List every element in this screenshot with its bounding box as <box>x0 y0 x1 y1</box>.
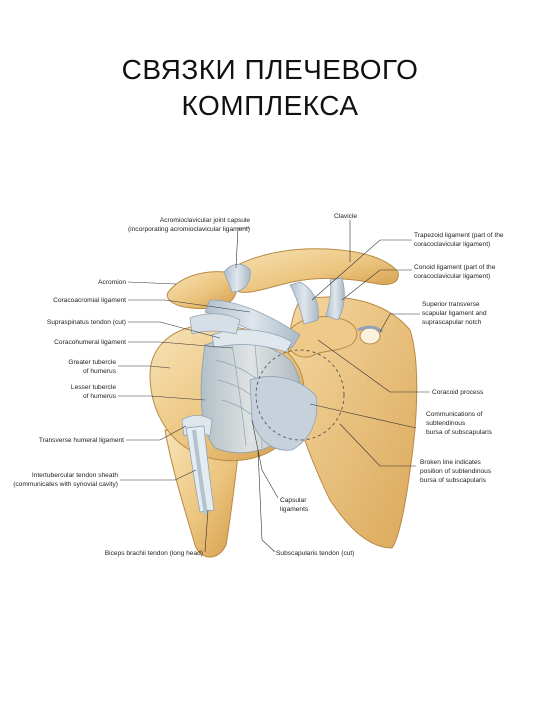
label-communications-1: Communications of <box>426 411 483 418</box>
leader-lines <box>118 220 430 553</box>
label-trapezoid-ligament-2: coracoclavicular ligament) <box>414 241 490 248</box>
biceps-tendon <box>192 429 208 515</box>
label-conoid-ligament-2: coracoclavicular ligament) <box>414 273 490 280</box>
title-line-2: КОМПЛЕКСА <box>181 90 359 121</box>
conoid-ligament <box>325 277 345 321</box>
label-coracohumeral-ligament: Coracohumeral ligament <box>54 339 126 346</box>
acromion-bone <box>166 271 238 309</box>
coracoid-bone <box>287 316 358 358</box>
label-clavicle: Clavicle <box>334 213 357 220</box>
label-greater-tubercle-2: of humerus <box>83 368 117 375</box>
label-coracoid-process: Coracoid process <box>432 389 484 396</box>
label-superior-transverse-2: scapular ligament and <box>422 310 487 317</box>
suprascapular-notch <box>359 327 381 345</box>
label-acromion: Acromion <box>98 279 126 286</box>
label-acromioclavicular-capsule-1: Acromioclavicular joint capsule <box>160 217 250 224</box>
label-superior-transverse-3: suprascapular notch <box>422 319 482 326</box>
subscapularis-tendon <box>249 376 318 451</box>
label-coracoacromial-ligament: Coracoacromial ligament <box>53 297 126 304</box>
label-supraspinatus-tendon: Supraspinatus tendon (cut) <box>47 319 126 326</box>
label-intertubercular-sheath-1: Intertubercular tendon sheath <box>32 472 118 479</box>
label-capsular-ligaments-2: ligaments <box>280 506 309 513</box>
label-transverse-humeral-ligament: Transverse humeral ligament <box>39 437 124 444</box>
label-trapezoid-ligament-1: Trapezoid ligament (part of the <box>414 232 504 239</box>
label-capsular-ligaments-1: Capsular <box>280 497 307 504</box>
superior-transverse-ligament <box>357 325 384 334</box>
bursa-broken-line <box>255 349 345 441</box>
label-communications-3: bursa of subscapularis <box>426 429 493 436</box>
label-broken-line-2: position of subtendinous <box>420 468 492 475</box>
label-greater-tubercle-1: Greater tubercle <box>68 359 116 366</box>
label-conoid-ligament-1: Conoid ligament (part of the <box>414 264 496 271</box>
label-subscapularis-tendon: Subscapularis tendon (cut) <box>276 550 354 557</box>
label-superior-transverse-1: Superior transverse <box>422 301 480 308</box>
label-lesser-tubercle-2: of humerus <box>83 393 117 400</box>
page-title: СВЯЗКИ ПЛЕЧЕВОГО КОМПЛЕКСА <box>0 52 540 124</box>
trapezoid-ligament <box>289 281 319 325</box>
label-lesser-tubercle-1: Lesser tubercle <box>71 384 116 391</box>
acromioclavicular-capsule <box>223 263 251 293</box>
capsule-fibers <box>214 344 281 449</box>
label-intertubercular-sheath-2: (communicates with synovial cavity) <box>13 481 118 488</box>
label-broken-line-1: Broken line indicates <box>420 459 482 466</box>
supraspinatus-tendon <box>189 313 241 335</box>
label-communications-2: subtendinous <box>426 420 466 427</box>
clavicle-bone <box>227 248 399 293</box>
label-broken-line-3: bursa of subscapularis <box>420 477 487 484</box>
coracohumeral-ligament <box>211 329 293 353</box>
label-acromioclavicular-capsule-2: (incorporating acromioclavicular ligamen… <box>128 226 250 233</box>
title-line-1: СВЯЗКИ ПЛЕЧЕВОГО <box>121 54 419 85</box>
label-biceps-tendon: Biceps brachii tendon (long head) <box>105 550 203 557</box>
